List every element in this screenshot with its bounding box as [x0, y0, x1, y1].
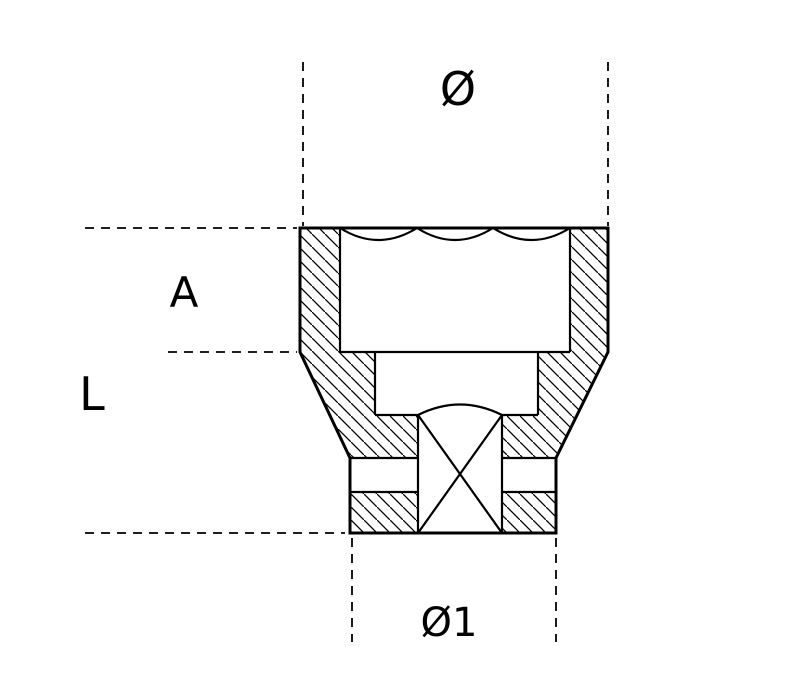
- hatch-mid-left-wall: [300, 352, 418, 458]
- drive-hole-top-arc: [417, 403, 503, 416]
- hatch-top-right-wall: [570, 228, 608, 352]
- hatch-mid-right-wall: [502, 352, 608, 458]
- socket-outer-outline: [298, 226, 610, 535]
- label-overall-length: L: [79, 367, 105, 421]
- drive-hole-diagonal-2: [417, 414, 503, 534]
- inner-geometry: [338, 227, 572, 534]
- hatch-top-left-wall: [300, 228, 340, 352]
- hatch-fills: [300, 228, 608, 533]
- label-socket-depth: A: [170, 268, 199, 317]
- hatch-bottom-right-wall: [502, 492, 556, 533]
- hatch-bottom-left-wall: [350, 492, 418, 533]
- label-outer-diameter: Ø: [440, 62, 476, 116]
- hex-recess-scallops: [339, 227, 571, 242]
- drawing-root: Ø A L Ø1: [79, 62, 610, 646]
- label-drive-end-diameter: Ø1: [421, 600, 478, 646]
- dimension-lines: [85, 62, 609, 642]
